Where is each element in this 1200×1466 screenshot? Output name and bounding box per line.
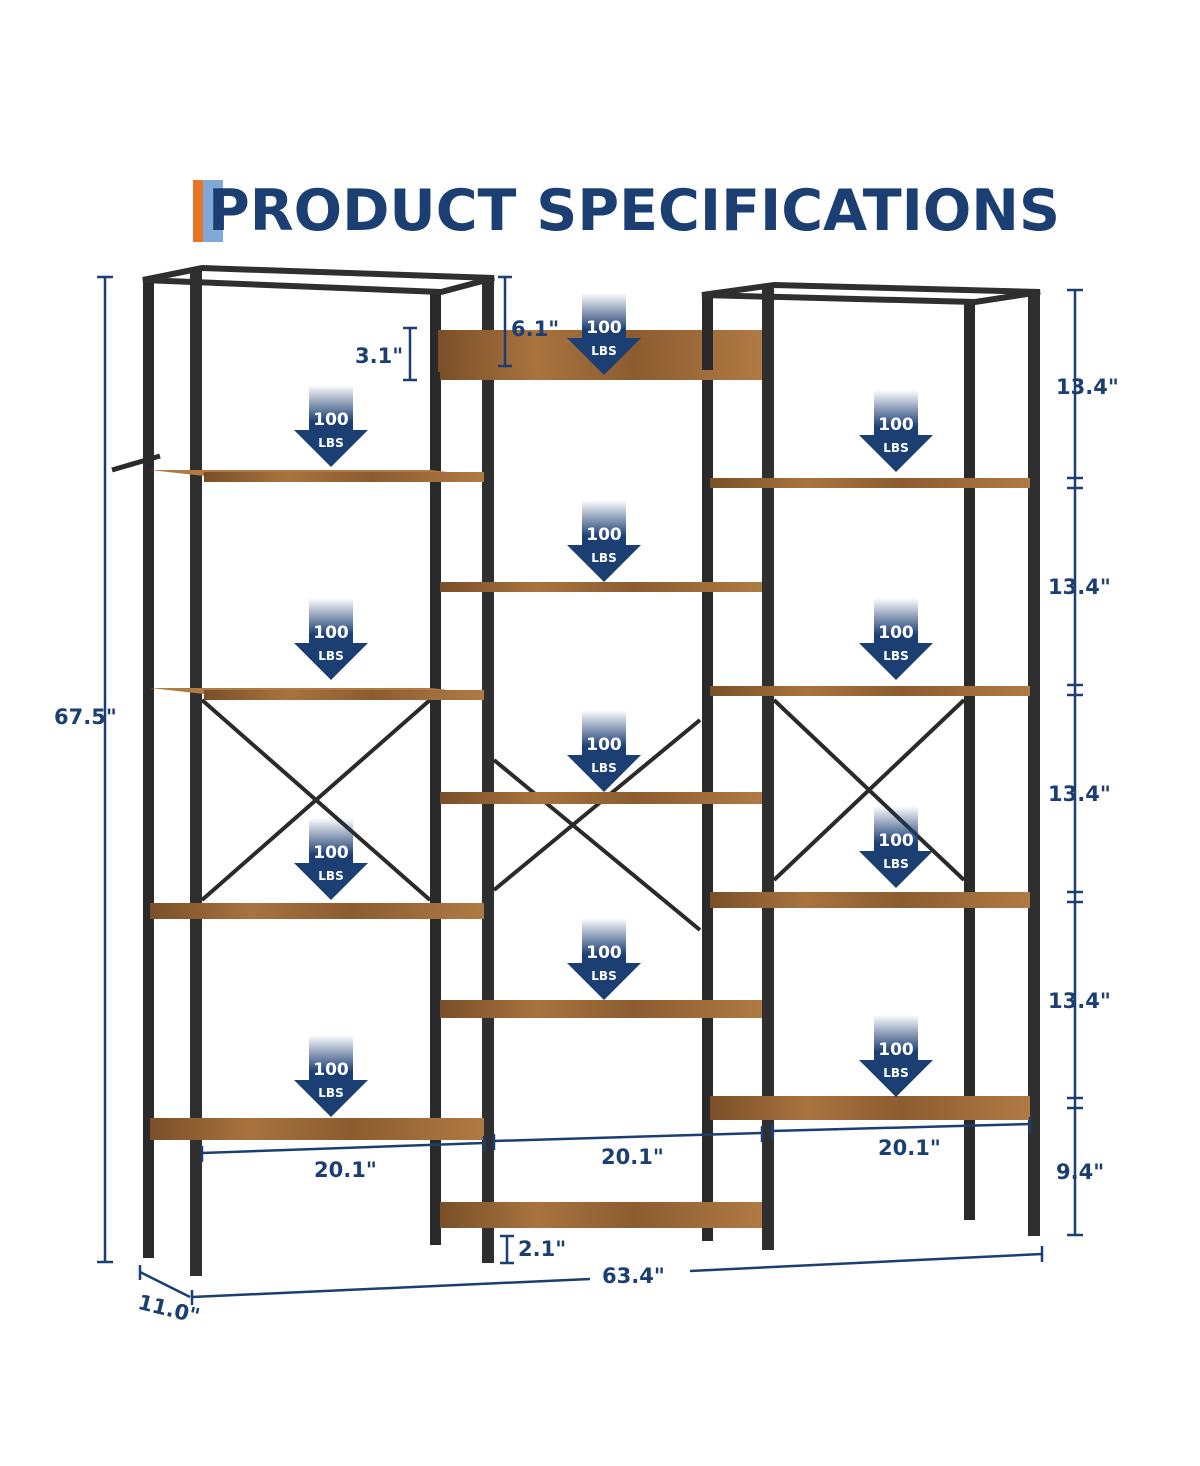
dim-center-top-gap: 6.1" (511, 317, 559, 341)
center-unit-brace-a (492, 758, 702, 932)
dim-total-height: 67.5" (54, 705, 117, 729)
load-value: 100 (586, 735, 622, 755)
load-unit: LBS (883, 649, 908, 663)
load-value: 100 (878, 831, 914, 851)
load-badges: 100LBS100LBS100LBS100LBS100LBS100LBS100L… (294, 293, 933, 1117)
load-unit: LBS (591, 761, 616, 775)
dim-center-width: 20.1" (601, 1145, 664, 1169)
left-unit-front-right-post (482, 278, 494, 1263)
left-unit-top-frame (142, 264, 495, 296)
load-value: 100 (313, 1060, 349, 1080)
load-unit: LBS (318, 869, 343, 883)
center-unit-shelves (440, 370, 763, 1228)
dim-left-width: 20.1" (314, 1158, 377, 1182)
right-unit-shelves (710, 478, 1030, 1120)
load-unit: LBS (591, 551, 616, 565)
right-unit-front-left-post (762, 285, 774, 1250)
right-unit-top-frame (701, 281, 1041, 306)
left-unit (111, 264, 495, 1276)
dim-total-width: 63.4" (602, 1264, 665, 1288)
load-unit: LBS (883, 441, 908, 455)
load-unit: LBS (318, 649, 343, 663)
down-arrow-icon (859, 390, 933, 472)
load-unit: LBS (591, 969, 616, 983)
load-value: 100 (313, 410, 349, 430)
load-unit: LBS (318, 1086, 343, 1100)
right-unit (701, 281, 1041, 1250)
load-value: 100 (878, 623, 914, 643)
dim-shelf-spacing-1: 13.4" (1056, 375, 1119, 399)
down-arrow-icon (567, 293, 641, 375)
down-arrow-icon (859, 806, 933, 888)
load-value: 100 (586, 318, 622, 338)
right-unit-front-right-post (1028, 292, 1040, 1236)
down-arrow-icon (567, 500, 641, 582)
load-value: 100 (313, 623, 349, 643)
center-unit-brace-b (492, 718, 702, 892)
load-unit: LBS (318, 436, 343, 450)
center-unit-back-right-post (702, 293, 713, 1241)
dim-bottom-spacing: 9.4" (1056, 1160, 1104, 1184)
dim-bottom-clearance: 2.1" (518, 1237, 566, 1261)
left-unit-shelves (150, 470, 484, 1140)
load-unit: LBS (883, 857, 908, 871)
page-title: PRODUCT SPECIFICATIONS (208, 178, 1061, 244)
right-unit-brace-b (772, 698, 966, 882)
down-arrow-icon (294, 1035, 368, 1117)
right-unit-back-right-post (964, 300, 975, 1220)
down-arrow-icon (859, 598, 933, 680)
left-unit-brace-b (200, 698, 432, 902)
left-unit-back-right-post (430, 290, 441, 1245)
load-value: 100 (878, 415, 914, 435)
dimension-lines (97, 275, 1083, 1305)
load-unit: LBS (591, 344, 616, 358)
load-value: 100 (878, 1040, 914, 1060)
down-arrow-icon (859, 1015, 933, 1097)
down-arrow-icon (294, 598, 368, 680)
title-accent-blue (203, 180, 223, 242)
down-arrow-icon (567, 918, 641, 1000)
dim-top-rail-gap: 3.1" (355, 344, 403, 368)
load-value: 100 (586, 525, 622, 545)
down-arrow-icon (567, 710, 641, 792)
dim-shelf-spacing-3: 13.4" (1048, 782, 1111, 806)
dim-shelf-spacing-4: 13.4" (1048, 989, 1111, 1013)
title-accent-orange (193, 180, 203, 242)
left-unit-back-left-post (143, 280, 154, 1258)
load-value: 100 (586, 943, 622, 963)
dim-right-width: 20.1" (878, 1136, 941, 1160)
left-unit-front-left-post (190, 268, 202, 1276)
down-arrow-icon (294, 385, 368, 467)
left-unit-wall-anchor (111, 453, 161, 473)
load-value: 100 (313, 843, 349, 863)
down-arrow-icon (294, 818, 368, 900)
load-unit: LBS (883, 1066, 908, 1080)
title-bar: PRODUCT SPECIFICATIONS (0, 178, 1200, 248)
dim-shelf-spacing-2: 13.4" (1048, 575, 1111, 599)
